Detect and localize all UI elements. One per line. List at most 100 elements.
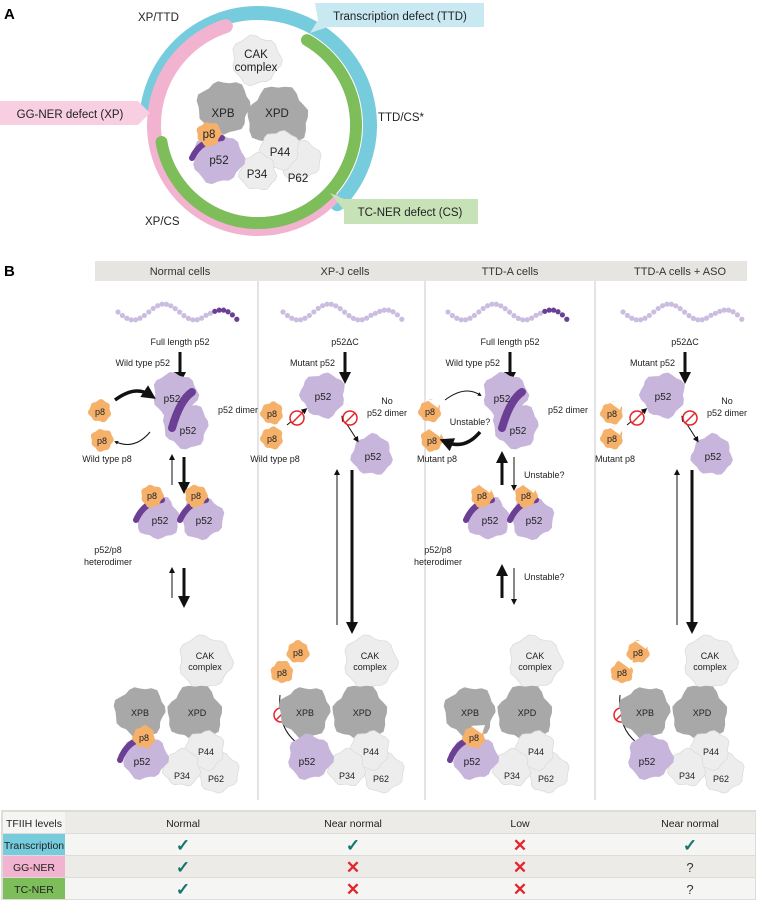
p52-label: p52 [164, 394, 181, 405]
chain-bead [350, 315, 356, 321]
check-icon: ✓ [346, 836, 360, 855]
no-slash [344, 412, 356, 424]
c-terminus-bead [555, 309, 561, 315]
xp-ttd-label: XP/TTD [138, 12, 179, 24]
chain-bead [620, 309, 626, 315]
xpb-subunit [618, 687, 671, 739]
chain-bead [668, 301, 674, 307]
p8-subunit [196, 122, 222, 147]
chain-bead [155, 303, 161, 309]
chain-bead [207, 310, 213, 316]
chain-bead [372, 310, 378, 316]
p52-label: p52 [705, 452, 722, 463]
tc-ner-callout [330, 193, 478, 224]
label: XPD [518, 708, 537, 718]
c-terminus-bead [546, 307, 552, 313]
p8-label: p8 [267, 434, 277, 444]
no-dimer-icon [682, 410, 698, 426]
transcription-callout-text: Transcription defect (TTD) [333, 11, 467, 23]
gg-ner-callout [0, 101, 150, 125]
chain-bead [337, 306, 343, 312]
chain-bead [306, 312, 312, 319]
p8-type-label: Wild type p8 [250, 454, 300, 464]
chain-bead [493, 301, 499, 307]
p8-label: p8 [293, 648, 303, 658]
chain-bead [289, 315, 295, 321]
chain-bead [467, 315, 473, 321]
check-icon: ✓ [176, 880, 190, 899]
p52-monomer [298, 372, 345, 419]
chain-bead [734, 312, 740, 318]
chain-bead [726, 307, 732, 313]
no-dimer-label: p52 dimer [707, 408, 747, 418]
p52-type-label: Mutant p52 [290, 358, 335, 368]
p52-protein-chain [115, 301, 240, 323]
label: complex [188, 662, 222, 672]
label: XPB [636, 708, 654, 718]
chain-bead [695, 317, 701, 323]
p8-label: p8 [95, 407, 105, 417]
xpb-subunit [278, 687, 331, 739]
p8-protein [286, 639, 310, 663]
p52-type-label: Wild type p52 [445, 358, 500, 368]
label: CAK [526, 651, 545, 661]
label: complex [353, 662, 387, 672]
p52-label: p52 [196, 516, 213, 527]
p52-type-label: Wild type p52 [115, 358, 170, 368]
p8-mutation-notch [471, 725, 485, 734]
p8-label: p8 [607, 409, 617, 419]
label: p52 [209, 155, 228, 167]
chain-bead [386, 307, 392, 313]
chain-bead [489, 301, 495, 307]
p8-mutation-notch [479, 484, 493, 493]
label: XPD [693, 708, 712, 718]
label: complex [518, 662, 552, 672]
chain-bead [721, 307, 727, 313]
p8-label: p8 [147, 491, 157, 501]
chain-bead [529, 315, 535, 321]
c-terminus-bead [229, 312, 235, 318]
column-header: XP-J cells [321, 266, 370, 278]
chain-bead [280, 309, 286, 315]
p34-subunit [491, 747, 532, 786]
chain-bead [458, 317, 464, 323]
c-terminus-bead [221, 307, 227, 313]
chain-label: Full length p52 [480, 337, 539, 347]
check-icon: ✓ [683, 836, 697, 855]
check-icon: ✓ [176, 836, 190, 855]
chain-bead [137, 315, 143, 321]
xpd-subunit [672, 685, 728, 741]
p52-label: p52 [526, 516, 543, 527]
label: p52 [134, 757, 151, 768]
gg-ner-callout-text: GG-NER defect (XP) [17, 109, 124, 121]
chain-bead [315, 305, 321, 312]
p52-label: p52 [152, 516, 169, 527]
xpd-subunit [247, 86, 309, 148]
label: p52 [639, 757, 656, 768]
p52-label: p52 [494, 394, 511, 405]
dimer-label: p52 dimer [548, 405, 588, 415]
p52-subunit [628, 733, 675, 780]
p8-mutation-notch [609, 426, 623, 435]
label: P34 [174, 771, 190, 781]
p8-protein [88, 399, 112, 423]
row-label: GG-NER [13, 862, 55, 874]
binding-arrow [444, 390, 482, 401]
chain-bead [533, 312, 539, 318]
p8-label: p8 [633, 648, 643, 658]
row-label-background [3, 812, 65, 833]
cross-icon: ✕ [346, 880, 360, 899]
chain-bead [507, 309, 513, 315]
label: P62 [713, 774, 729, 784]
p8-protein [259, 401, 283, 425]
label: P44 [270, 147, 291, 159]
no-slash [684, 412, 696, 424]
chain-bead [651, 309, 657, 315]
chain-bead [128, 317, 134, 323]
xp-cs-label: XP/CS [145, 216, 180, 228]
no-binding-icon [289, 410, 305, 426]
p8-protein [141, 484, 165, 508]
